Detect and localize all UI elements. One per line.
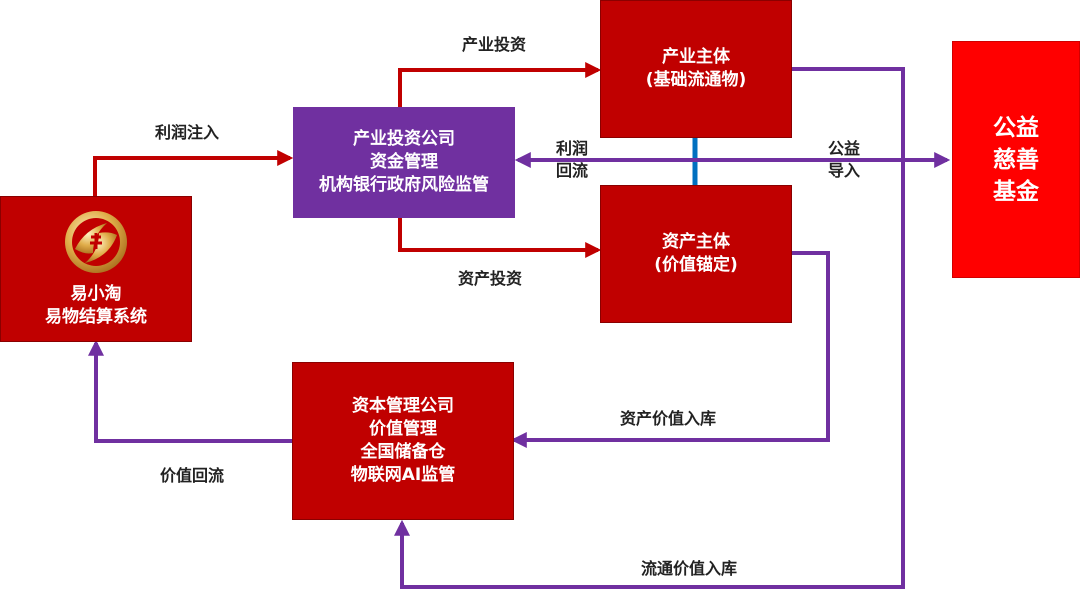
industry-entity-subtitle: (基础流通物)	[645, 70, 747, 90]
investment-company-line-2: 资金管理	[370, 152, 438, 172]
asset-value-storage-label: 资产价值入库	[620, 409, 717, 428]
capital-company-line-3: 全国储备仓	[360, 442, 446, 462]
industry-investment-label: 产业投资	[462, 35, 527, 54]
asset-investment-arrow	[398, 218, 602, 258]
industry-investment-arrow	[398, 62, 602, 107]
asset-entity-node: 资产主体 (价值锚定)	[600, 185, 792, 323]
capital-company-title: 资本管理公司	[352, 396, 454, 416]
circulation-value-storage-label: 流通价值入库	[641, 559, 738, 578]
yixiaotao-logo-icon	[65, 211, 127, 273]
settlement-system-node: 易小淘 易物结算系统	[0, 196, 192, 342]
profit-return-line-1: 利润	[556, 139, 589, 158]
value-return-label: 价值回流	[160, 466, 225, 485]
profit-injection-arrow	[93, 150, 294, 197]
charity-fund-line-3: 基金	[993, 178, 1039, 205]
asset-entity-subtitle: (价值锚定)	[654, 255, 738, 275]
capital-company-line-2: 价值管理	[369, 419, 437, 439]
settlement-subtitle: 易物结算系统	[45, 307, 147, 327]
investment-company-title: 产业投资公司	[353, 129, 455, 149]
investment-company-node: 产业投资公司 资金管理 机构银行政府风险监管	[293, 107, 515, 218]
settlement-title: 易小淘	[70, 284, 122, 304]
charity-import-line-1: 公益	[828, 139, 861, 158]
circulation-value-storage-arrow	[394, 67, 905, 589]
charity-fund-line-2: 慈善	[993, 146, 1039, 173]
industry-entity-title: 产业主体	[662, 47, 730, 67]
charity-fund-node: 公益 慈善 基金	[952, 41, 1080, 278]
profit-return-line-2: 回流	[556, 161, 589, 180]
profit-return-label: 利润 回流	[556, 138, 588, 182]
value-return-arrow	[88, 339, 292, 443]
charity-import-label: 公益 导入	[828, 138, 860, 182]
profit-injection-label: 利润注入	[155, 123, 220, 142]
capital-company-node: 资本管理公司 价值管理 全国储备仓 物联网AI监管	[292, 362, 514, 520]
asset-entity-title: 资产主体	[662, 232, 730, 252]
investment-company-line-3: 机构银行政府风险监管	[319, 175, 489, 195]
charity-fund-line-1: 公益	[993, 114, 1039, 141]
asset-investment-label: 资产投资	[458, 269, 523, 288]
charity-import-line-2: 导入	[828, 161, 861, 180]
capital-company-line-4: 物联网AI监管	[350, 465, 456, 485]
industry-entity-node: 产业主体 (基础流通物)	[600, 0, 792, 138]
asset-value-storage-arrow	[510, 251, 830, 448]
